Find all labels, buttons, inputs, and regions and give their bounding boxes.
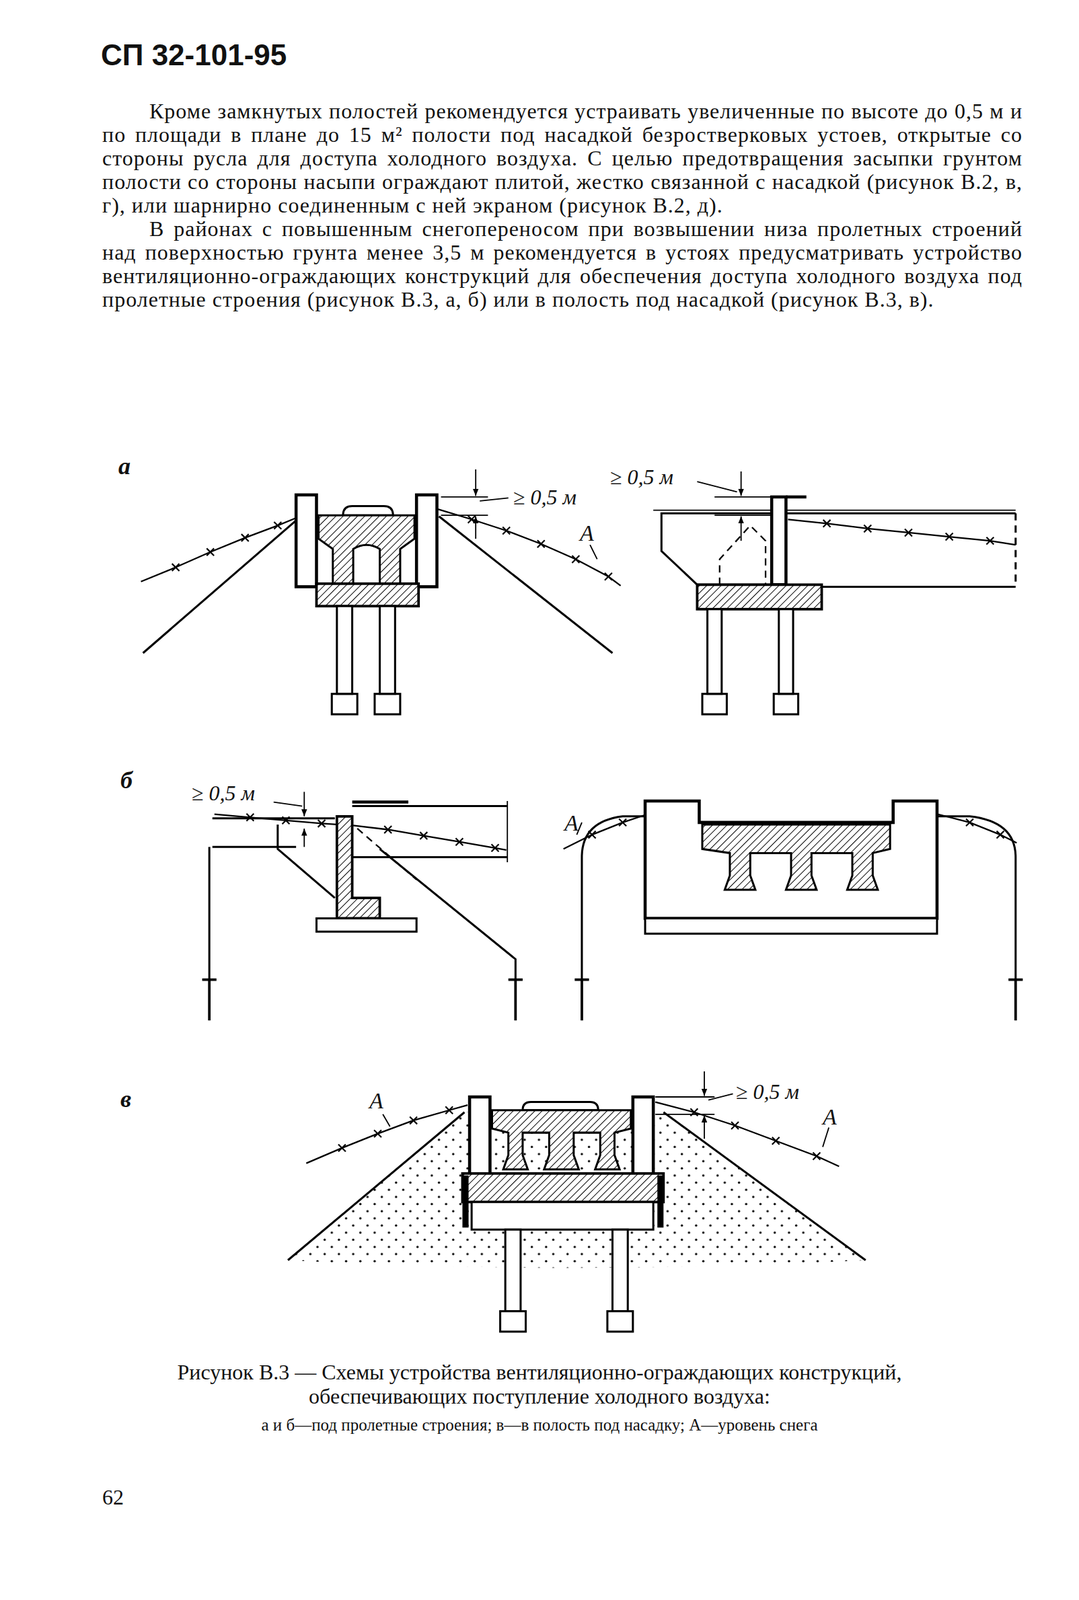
dimension-label: ≥ 0,5 м xyxy=(610,465,674,490)
figure-letter: а xyxy=(118,453,131,481)
figure-a-cross-section xyxy=(141,469,621,715)
snow-level-letter: А xyxy=(564,810,579,836)
figure-letter: б xyxy=(120,767,133,795)
figure-caption-block: Рисунок В.3 — Схемы устройства вентиляци… xyxy=(121,1360,958,1436)
figure-v-cross-section xyxy=(287,1071,866,1332)
snow-level-letter: А xyxy=(579,520,594,546)
paragraph: В районах с повышенным снегопереносом пр… xyxy=(102,217,1023,312)
page-header: СП 32-101-95 xyxy=(100,39,287,72)
snow-level-letter: А xyxy=(369,1088,384,1114)
caption-legend: а и б—под пролетные строения; в—в полост… xyxy=(121,1415,958,1436)
figure-b-cross-section xyxy=(563,801,1024,1021)
dimension-label: ≥ 0,5 м xyxy=(191,781,255,806)
body-text: Кроме замкнутых полостей рекомендуется у… xyxy=(102,99,1023,312)
figure-letter: в xyxy=(120,1086,132,1114)
page-number: 62 xyxy=(102,1485,124,1510)
paragraph: Кроме замкнутых полостей рекомендуется у… xyxy=(102,99,1023,218)
figure-a-side-view xyxy=(653,471,1016,715)
figure-b-side-view xyxy=(202,791,523,1021)
snow-level-letter: А xyxy=(822,1104,837,1130)
dimension-label: ≥ 0,5 м xyxy=(513,485,577,510)
figure-caption: Рисунок В.3 — Схемы устройства вентиляци… xyxy=(121,1360,958,1409)
dimension-label: ≥ 0,5 м xyxy=(735,1080,800,1104)
